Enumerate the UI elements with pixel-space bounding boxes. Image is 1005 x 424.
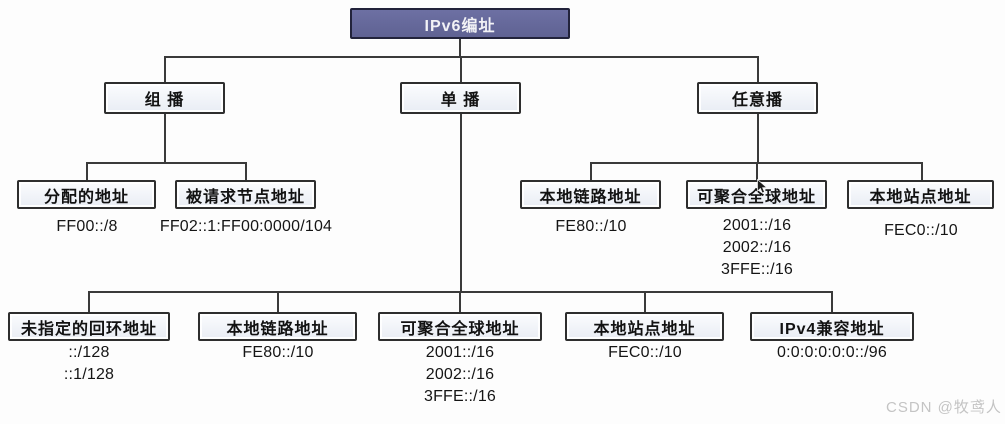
connector-line <box>921 162 923 180</box>
node-global-aggregatable-address-anycast: 可聚合全球地址 <box>686 180 827 209</box>
node-solicited-node-address: 被请求节点地址 <box>175 180 316 209</box>
node-assigned-address: 分配的地址 <box>17 180 156 209</box>
address-line: 2002::/16 <box>722 239 792 256</box>
node-site-local-address-unicast: 本地站点地址 <box>565 312 724 341</box>
address-line: 2001::/16 <box>722 217 792 234</box>
address-line: 2001::/16 <box>425 344 495 361</box>
global-aggregatable-unicast-prefixes: 2001::/16 2002::/16 3FFE::/16 <box>424 342 496 408</box>
node-unspecified-loopback-address: 未指定的回环地址 <box>8 312 170 341</box>
connector-line <box>86 162 246 164</box>
connector-line <box>831 291 833 312</box>
node-global-aggregatable-address-unicast: 可聚合全球地址 <box>378 312 542 341</box>
address-line: ::/128 <box>68 344 110 361</box>
connector-line <box>757 114 759 162</box>
connector-line <box>164 114 166 162</box>
connector-line <box>756 162 758 180</box>
link-local-unicast-prefix: FE80::/10 <box>242 344 314 361</box>
connector-line <box>460 114 462 293</box>
connector-line <box>86 162 88 180</box>
node-ipv6-root: IPv6编址 <box>350 8 570 39</box>
global-aggregatable-anycast-prefixes: 2001::/16 2002::/16 3FFE::/16 <box>721 215 793 281</box>
address-line: 3FFE::/16 <box>423 388 497 405</box>
site-local-anycast-prefix: FEC0::/10 <box>884 222 958 239</box>
node-link-local-address-unicast: 本地链路地址 <box>198 312 357 341</box>
mouse-pointer-icon <box>757 178 768 199</box>
ipv4-compatible-prefix: 0:0:0:0:0:0::/96 <box>777 344 887 361</box>
connector-line <box>460 56 462 82</box>
node-link-local-address-anycast: 本地链路地址 <box>520 180 661 209</box>
assigned-address-prefix: FF00::/8 <box>56 218 118 235</box>
connector-line <box>757 56 759 82</box>
connector-line <box>459 38 461 58</box>
connector-line <box>644 291 646 312</box>
node-ipv4-compatible-address: IPv4兼容地址 <box>750 312 914 341</box>
solicited-node-address-prefix: FF02::1:FF00:0000/104 <box>159 218 333 235</box>
unspecified-loopback-prefixes: ::/128 ::1/128 <box>64 342 114 386</box>
connector-line <box>277 291 279 312</box>
address-line: ::1/128 <box>63 366 115 383</box>
node-unicast: 单 播 <box>400 82 521 114</box>
node-anycast: 任意播 <box>697 82 818 114</box>
connector-line <box>590 162 592 180</box>
link-local-anycast-prefix: FE80::/10 <box>555 218 627 235</box>
node-multicast: 组 播 <box>104 82 225 114</box>
address-line: 2002::/16 <box>425 366 495 383</box>
site-local-unicast-prefix: FEC0::/10 <box>608 344 682 361</box>
csdn-watermark: CSDN @牧鸢人 <box>886 399 1002 416</box>
connector-line <box>164 56 166 82</box>
node-site-local-address-anycast: 本地站点地址 <box>847 180 994 209</box>
connector-line <box>459 291 461 312</box>
address-line: 3FFE::/16 <box>720 261 794 278</box>
connector-line <box>88 291 90 312</box>
connector-line <box>245 162 247 180</box>
